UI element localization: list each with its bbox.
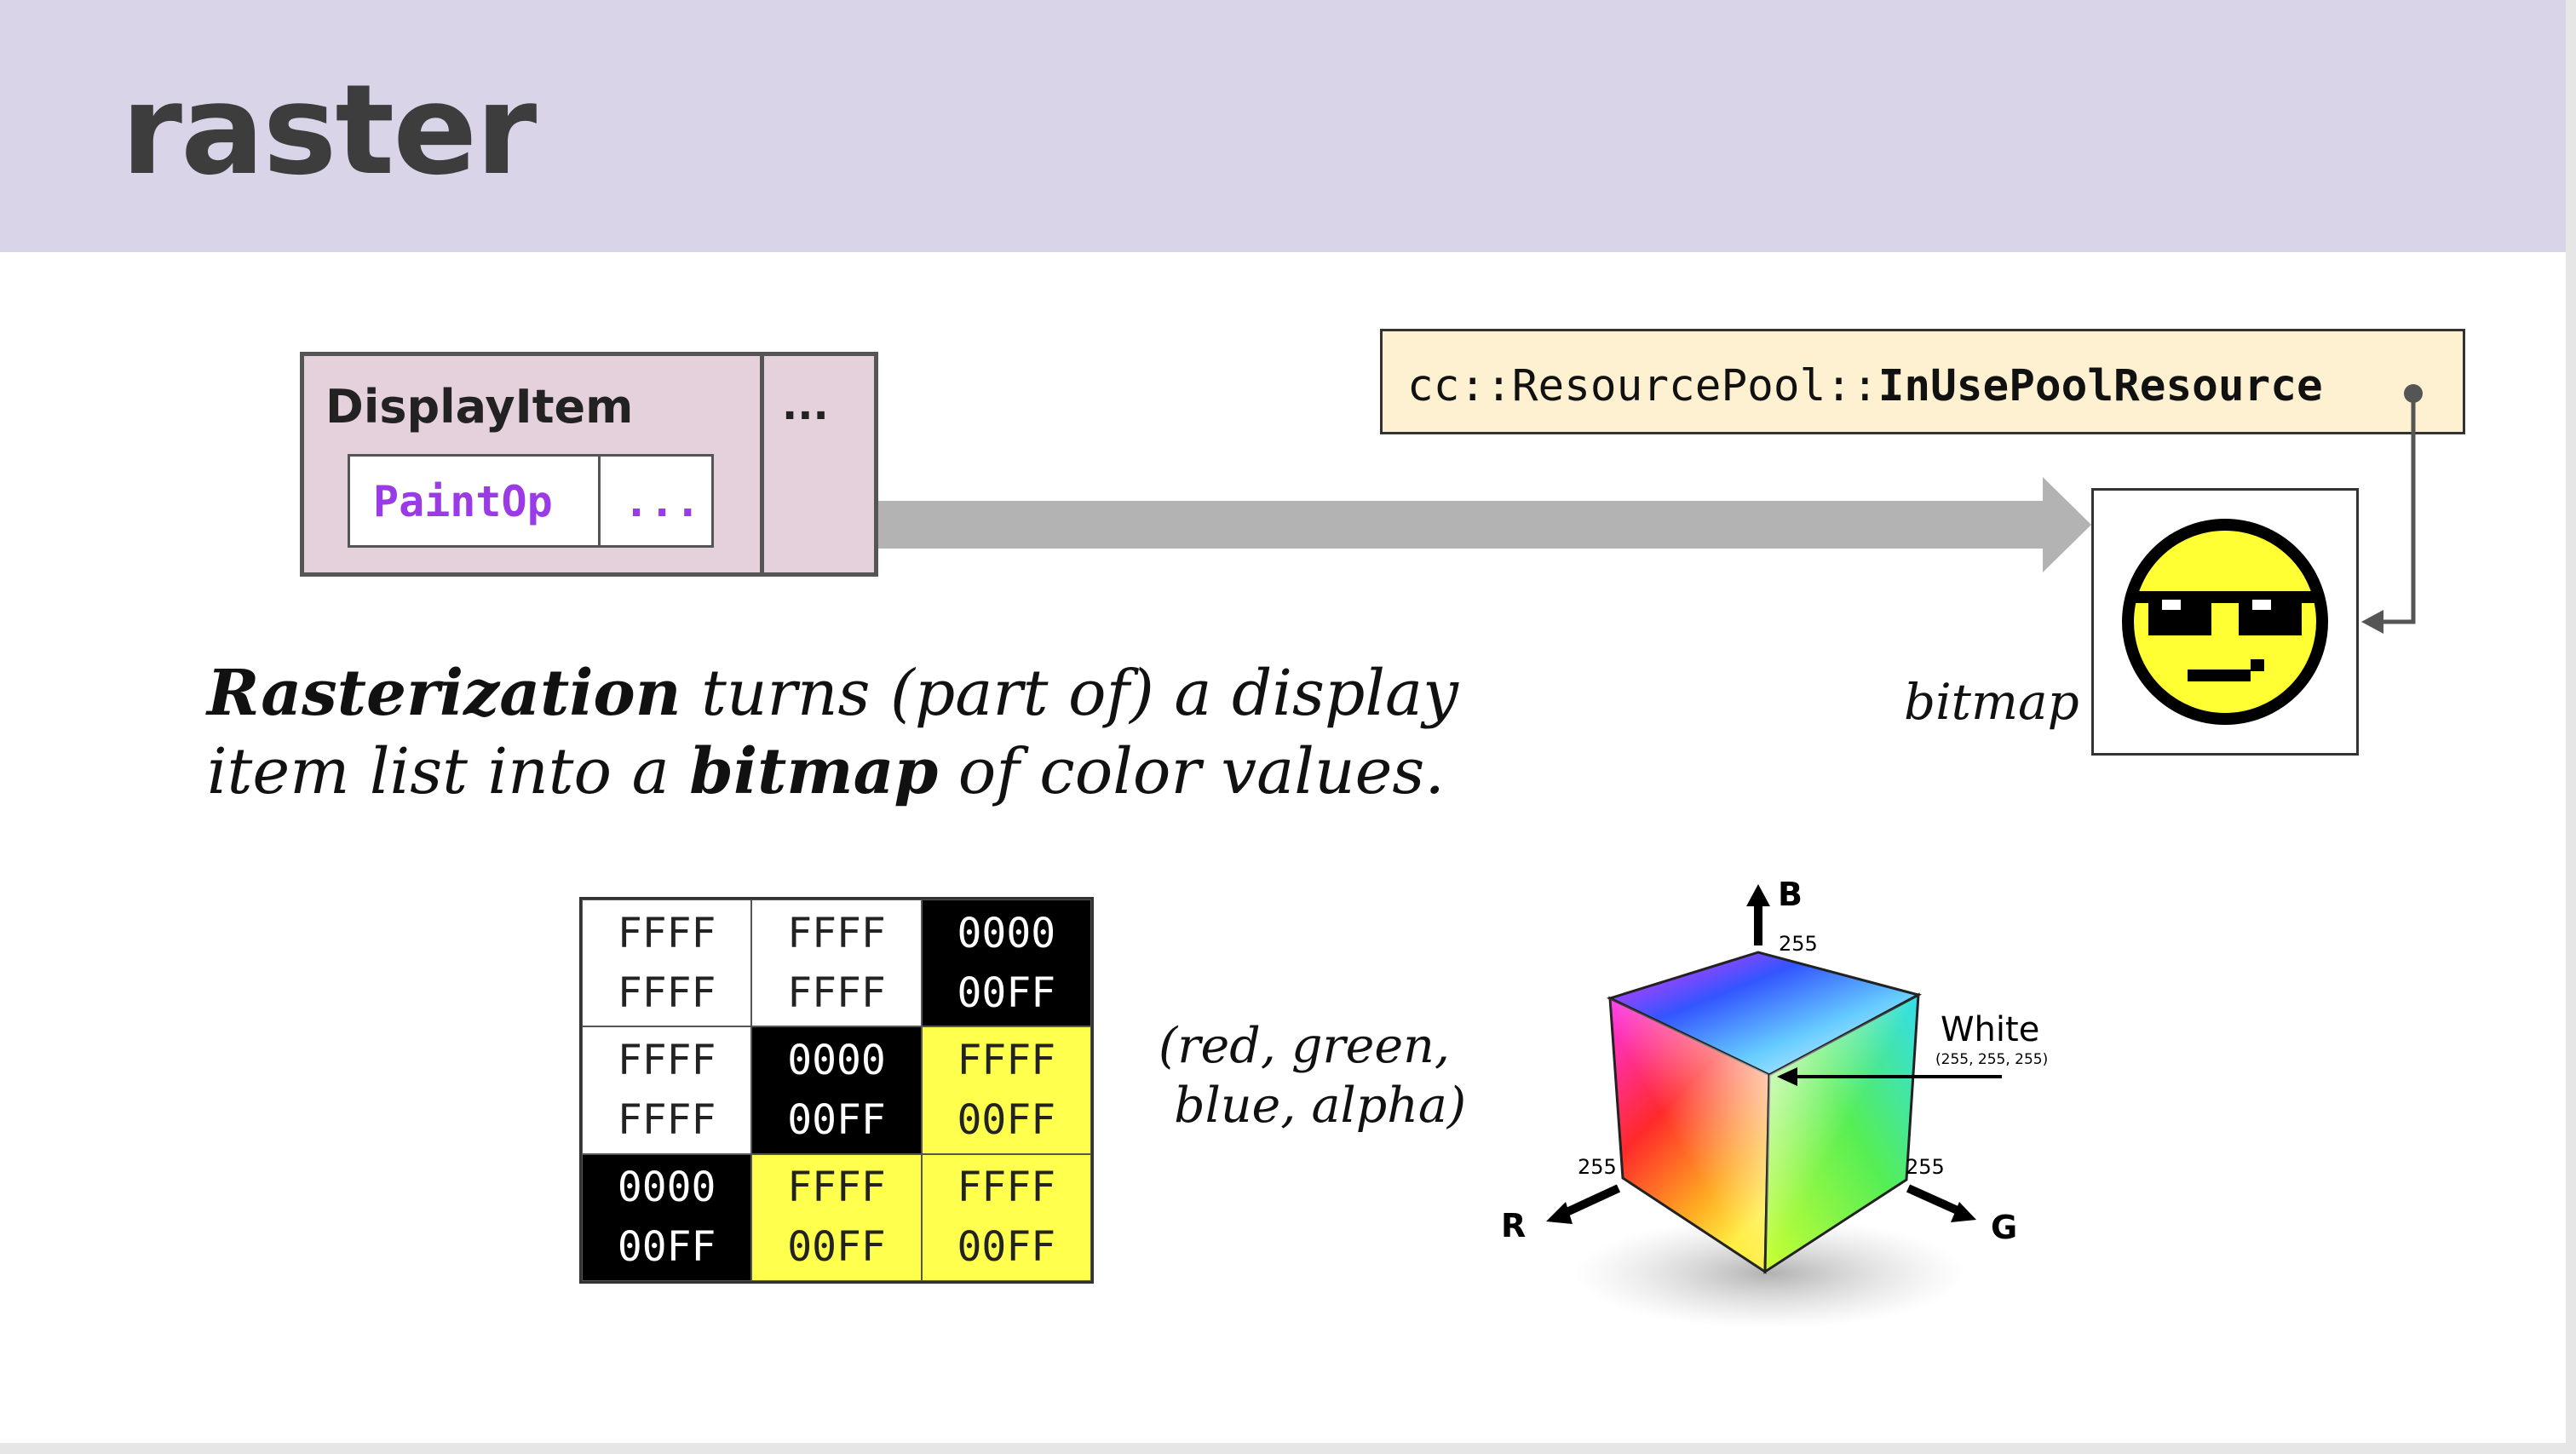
pixel-cell-top: FFFF: [957, 1164, 1056, 1212]
cube-axis-r-label: R: [1501, 1207, 1527, 1244]
cube-white-value: (255, 255, 255): [1935, 1051, 2049, 1068]
cube-g-max: 255: [1906, 1155, 1945, 1179]
rgba-label-line2: blue, alpha): [1174, 1078, 1467, 1134]
pixel-cell: 0000 00FF: [921, 899, 1091, 1027]
pixel-cell: FFFF FFFF: [751, 899, 922, 1027]
pixel-cell-top: FFFF: [787, 1164, 886, 1212]
rgba-label-line1: (red, green,: [1159, 1018, 1450, 1074]
sunglasses-smiley-icon: [2122, 519, 2328, 725]
description-text: Rasterization turns (part of) a display …: [207, 654, 1458, 811]
resource-pool-box: [1380, 329, 2465, 434]
header-band: [0, 0, 2566, 252]
pixel-cell-bottom: 00FF: [957, 1223, 1056, 1272]
bitmap-frame: [2091, 488, 2359, 756]
desc-line2-start: item list into a: [207, 735, 690, 808]
pixel-cell-bottom: FFFF: [617, 1095, 716, 1144]
pixel-cell-bottom: FFFF: [787, 968, 886, 1017]
pixel-cell-top: 0000: [957, 909, 1056, 957]
cube-r-max: 255: [1578, 1155, 1617, 1179]
pixel-cell: FFFF FFFF: [582, 899, 752, 1027]
pixel-cell: 0000 00FF: [751, 1026, 922, 1154]
cube-axis-b-label: B: [1778, 876, 1803, 913]
pixel-cell: FFFF 00FF: [921, 1153, 1091, 1281]
display-item-label: DisplayItem: [325, 380, 634, 434]
resource-name: InUsePoolResource: [1877, 361, 2323, 411]
desc-term-rasterization: Rasterization: [207, 657, 681, 730]
display-item-more: ...: [782, 382, 829, 429]
resource-pool-label: cc::ResourcePool::InUsePoolResource: [1407, 361, 2323, 411]
pixel-cell-top: FFFF: [787, 909, 886, 957]
pixel-cell-top: 0000: [617, 1164, 716, 1212]
desc-line1-rest: turns (part of) a display: [681, 657, 1458, 730]
cube-axis-g-label: G: [1991, 1209, 2018, 1246]
pixel-cell-bottom: 00FF: [787, 1095, 886, 1144]
pixel-cell-top: FFFF: [617, 909, 716, 957]
pixel-cell-bottom: 00FF: [787, 1223, 886, 1272]
pixel-cell: FFFF 00FF: [751, 1153, 922, 1281]
paint-op-more: ...: [624, 477, 701, 526]
paint-op-label: PaintOp: [373, 477, 553, 526]
pixel-cell: FFFF FFFF: [582, 1026, 752, 1154]
pixel-cell-bottom: 00FF: [957, 968, 1056, 1017]
resource-prefix: cc::ResourcePool::: [1407, 361, 1878, 411]
pixel-cell-top: 0000: [787, 1036, 886, 1084]
pixel-cell: FFFF 00FF: [921, 1026, 1091, 1154]
bitmap-label: bitmap: [1904, 673, 2079, 731]
pixel-cell: 0000 00FF: [582, 1153, 752, 1281]
slide-title: raster: [121, 58, 537, 203]
paint-op-divider: [598, 454, 601, 548]
pixel-cell-bottom: 00FF: [617, 1223, 716, 1272]
pixel-cell-top: FFFF: [617, 1036, 716, 1084]
pixel-cell-bottom: 00FF: [957, 1095, 1056, 1144]
pixel-cell-top: FFFF: [957, 1036, 1056, 1084]
pixel-cell-bottom: FFFF: [617, 968, 716, 1017]
display-item-divider: [760, 352, 764, 577]
rgba-label: (red, green, blue, alpha): [1159, 1016, 1466, 1135]
desc-line2-end: of color values.: [938, 735, 1445, 808]
cube-white-label: White: [1941, 1010, 2040, 1049]
desc-term-bitmap: bitmap: [689, 735, 939, 808]
cube-b-max: 255: [1779, 932, 1818, 956]
pixel-value-grid: FFFF FFFF FFFF FFFF 0000 00FF FFFF FFFF 0000 00FF…: [579, 897, 1094, 1284]
paint-op-box: [348, 454, 714, 548]
